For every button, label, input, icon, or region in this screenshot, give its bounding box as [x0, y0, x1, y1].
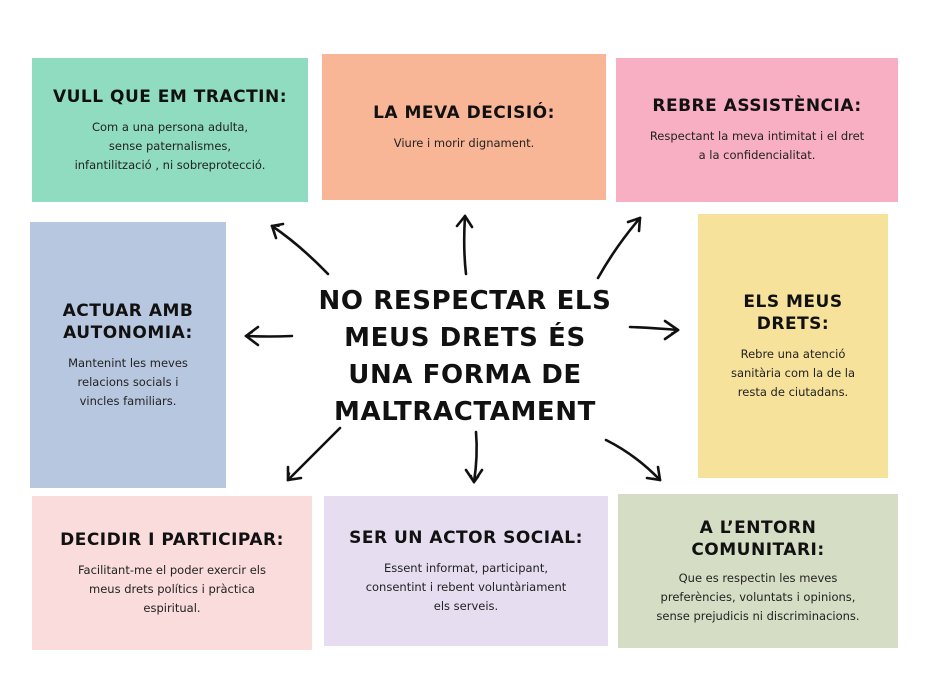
card-title: VULL QUE EM TRACTIN: — [52, 86, 288, 107]
arrow-to-decisio — [460, 214, 470, 276]
card-ser-un-actor-social: SER UN ACTOR SOCIAL: Essent informat, pa… — [324, 496, 608, 646]
arrow-to-entorn — [604, 438, 662, 482]
card-title: A L’ENTORN COMUNITARI: — [691, 517, 825, 560]
arrowhead-entorn — [645, 465, 662, 482]
card-title: SER UN ACTOR SOCIAL: — [349, 527, 583, 548]
arrowhead-tractin — [270, 222, 285, 240]
arrow-to-actor — [470, 430, 480, 484]
arrowhead-drets — [663, 319, 680, 341]
arrow-to-participar — [286, 426, 342, 482]
card-la-meva-decisio: LA MEVA DECISIÓ: Viure i morir dignament… — [322, 54, 606, 200]
card-vull-que-em-tractin: VULL QUE EM TRACTIN: Com a una persona a… — [32, 58, 308, 202]
arrow-to-assistencia — [596, 216, 642, 280]
card-text: Viure i morir dignament. — [393, 135, 535, 150]
card-text: Respectant la meva intimitat i el dret a… — [649, 129, 865, 162]
card-text: Rebre una atenció sanitària com la de la… — [730, 346, 856, 399]
card-text: Com a una persona adulta, sense paternal… — [74, 119, 266, 172]
card-text: Que es respectin les meves preferències,… — [656, 570, 860, 623]
card-rebre-assistencia: REBRE ASSISTÈNCIA: Respectant la meva in… — [616, 58, 898, 202]
card-entorn-comunitari: A L’ENTORN COMUNITARI: Que es respectin … — [618, 494, 898, 648]
card-text: Facilitant-me el poder exercir els meus … — [77, 562, 266, 615]
card-els-meus-drets: ELS MEUS DRETS: Rebre una atenció sanità… — [698, 214, 888, 478]
card-title: REBRE ASSISTÈNCIA: — [652, 96, 862, 116]
arrowhead-decisio — [455, 214, 474, 229]
card-title: ACTUAR AMB AUTONOMIA: — [62, 300, 194, 343]
card-text: Mantenint les meves relacions socials i … — [68, 355, 188, 408]
card-decidir-i-participar: DECIDIR I PARTICIPAR: Facilitant-me el p… — [32, 496, 312, 650]
arrow-to-tractin — [270, 224, 330, 276]
arrow-to-autonomia — [244, 331, 294, 341]
arrowhead-actor — [464, 468, 484, 484]
card-actuar-amb-autonomia: ACTUAR AMB AUTONOMIA: Mantenint les meve… — [30, 222, 226, 488]
card-title: ELS MEUS DRETS: — [743, 291, 843, 334]
arrowhead-autonomia — [244, 325, 260, 347]
arrowhead-participar — [286, 465, 303, 482]
card-title: LA MEVA DECISIÓ: — [373, 102, 555, 123]
arrow-to-drets — [628, 324, 680, 334]
card-title: DECIDIR I PARTICIPAR: — [60, 529, 284, 550]
arrowhead-assistencia — [626, 216, 642, 233]
card-text: Essent informat, participant, consentint… — [365, 560, 567, 613]
center-title: NO RESPECTAR ELS MEUS DRETS ÉS UNA FORMA… — [318, 286, 612, 427]
